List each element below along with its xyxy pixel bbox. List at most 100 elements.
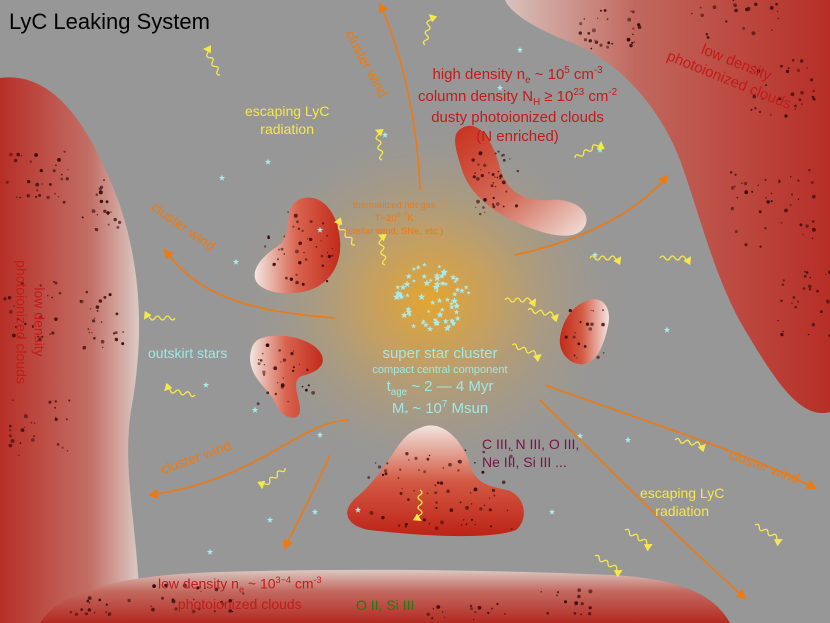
speckle (577, 588, 582, 592)
stars (202, 46, 671, 555)
speckle (791, 302, 793, 304)
speckle (19, 442, 22, 444)
speckle (307, 384, 310, 387)
speckle (100, 339, 105, 344)
speckle (292, 225, 295, 228)
speckle (161, 596, 164, 600)
star-icon (428, 278, 433, 283)
speckle (580, 613, 582, 616)
speckle (497, 150, 500, 153)
star-icon (311, 508, 319, 515)
speckle (777, 96, 782, 101)
speckle (730, 186, 735, 190)
star-icon (463, 284, 469, 290)
speckle (13, 158, 18, 163)
speckle (805, 224, 809, 228)
speckle (699, 6, 702, 9)
speckle (564, 335, 568, 339)
speckle (398, 524, 401, 527)
star-icon (576, 432, 584, 439)
speckle (384, 469, 388, 473)
speckle (789, 203, 792, 206)
speckle (588, 327, 593, 331)
speckle (602, 309, 604, 312)
speckle (802, 287, 806, 290)
star-icon (453, 309, 460, 315)
star-icon (436, 311, 444, 318)
speckle (79, 300, 83, 303)
speckle (804, 270, 806, 273)
speckle (812, 227, 816, 232)
speckle (98, 190, 103, 195)
speckle (277, 258, 279, 261)
speckle (106, 211, 110, 215)
speckle (298, 241, 303, 246)
speckle (599, 43, 603, 47)
star-icon (421, 273, 427, 279)
speckle (752, 94, 757, 99)
speckle (479, 151, 481, 154)
photon-icon (203, 45, 221, 76)
speckle (585, 322, 590, 326)
speckle (781, 283, 785, 287)
speckle (35, 182, 40, 187)
speckle (115, 312, 119, 316)
speckle (590, 322, 594, 326)
speckle (30, 422, 33, 424)
lyc-photons (143, 14, 783, 578)
speckle (758, 210, 762, 214)
star-icon (422, 262, 427, 267)
speckle (474, 611, 477, 614)
speckle (434, 526, 439, 531)
speckle (87, 328, 90, 331)
speckle (439, 481, 444, 485)
speckle (414, 456, 418, 460)
star-icon (435, 289, 439, 293)
speckle (114, 331, 118, 335)
star-icon (624, 436, 632, 443)
speckle (734, 185, 736, 187)
speckle (91, 209, 96, 214)
speckle (404, 522, 408, 526)
speckle (401, 487, 403, 490)
speckle (9, 429, 12, 432)
speckle (706, 36, 710, 39)
speckle (470, 607, 473, 611)
speckle (280, 247, 284, 251)
speckle (820, 310, 823, 314)
speckle (89, 308, 92, 310)
speckle (26, 194, 30, 198)
speckle (118, 220, 122, 224)
star-icon (439, 273, 445, 279)
speckle (509, 158, 511, 160)
label-low-ions: O II, Si III (356, 597, 415, 613)
speckle (413, 490, 415, 492)
speckle (502, 205, 505, 208)
speckle (331, 248, 333, 250)
speckle (404, 525, 407, 528)
speckle (510, 527, 513, 530)
speckle (91, 332, 93, 334)
speckle (41, 183, 43, 185)
speckle (480, 174, 484, 178)
speckle (502, 158, 506, 162)
speckle (96, 214, 99, 216)
speckle (278, 349, 282, 352)
speckle (734, 8, 738, 13)
wind-arrow-lower-left (148, 419, 351, 499)
speckle (182, 583, 187, 588)
speckle (470, 518, 474, 521)
speckle (84, 612, 88, 616)
speckle (106, 201, 109, 204)
speckle (483, 198, 487, 202)
speckle (631, 10, 635, 14)
star-icon (202, 381, 210, 388)
speckle (38, 315, 43, 320)
speckle (16, 152, 21, 157)
speckle (220, 600, 224, 604)
speckle (20, 281, 24, 286)
speckle (564, 600, 567, 604)
label-hot-gas: thermalized hot gas T~106−7K (stellar wi… (345, 200, 443, 238)
speckle (256, 402, 260, 406)
